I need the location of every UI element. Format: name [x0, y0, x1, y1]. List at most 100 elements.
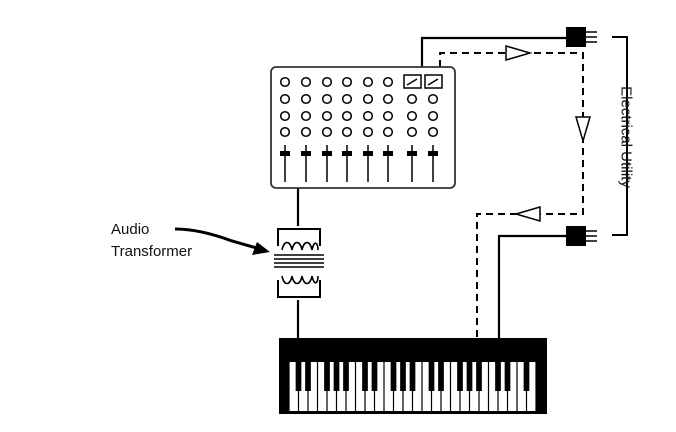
- mixer-knob: [382, 93, 394, 105]
- arrow-down-icon: [575, 116, 591, 144]
- mixer-knob: [321, 110, 333, 122]
- mixer-knob: [300, 110, 312, 122]
- mixer-knob: [406, 93, 418, 105]
- mixer-knob: [279, 110, 291, 122]
- keyboard-power-cable: [497, 234, 566, 338]
- transformer-bracket-top: [277, 228, 321, 246]
- black-key: [495, 362, 501, 391]
- mixer-knob: [406, 110, 418, 122]
- mixer-knob: [300, 76, 312, 88]
- meter-icon: [424, 74, 443, 89]
- white-key: [517, 362, 526, 411]
- plug-icon: [566, 226, 597, 246]
- white-key: [394, 362, 403, 411]
- mixer-knob: [321, 76, 333, 88]
- white-key: [327, 362, 336, 411]
- mixer-knob: [406, 126, 418, 138]
- plug-icon: [566, 27, 597, 47]
- black-key: [333, 362, 340, 391]
- black-key: [438, 362, 444, 391]
- electrical-utility-label: Electrical Utility: [617, 86, 635, 188]
- mixer-knob: [382, 126, 394, 138]
- white-key: [337, 362, 346, 411]
- white-keys: [289, 362, 536, 411]
- black-key: [457, 362, 463, 391]
- mixer-knob: [362, 76, 374, 88]
- mixer-knob: [382, 76, 394, 88]
- audio-transformer-label-line2: Transformer: [111, 242, 193, 260]
- black-key: [343, 362, 349, 391]
- mixer-fader: [407, 145, 417, 182]
- mixer-fader: [363, 145, 373, 182]
- black-key: [400, 362, 406, 391]
- black-key: [390, 362, 397, 391]
- mixer-knob: [341, 76, 353, 88]
- mixer-knob: [362, 126, 374, 138]
- primary-coil: [281, 241, 319, 251]
- black-key: [362, 362, 368, 391]
- mixer-fader: [322, 145, 332, 182]
- black-key: [466, 362, 473, 391]
- white-key: [470, 362, 479, 411]
- transformer-pointer: [174, 227, 270, 255]
- mixer-knob: [427, 126, 439, 138]
- white-key: [356, 362, 365, 411]
- mixer-knob: [341, 93, 353, 105]
- white-key: [441, 362, 450, 411]
- black-key: [409, 362, 416, 391]
- utility-outlets: [566, 27, 597, 246]
- transformer-core: [274, 254, 324, 268]
- mixer: [270, 66, 456, 189]
- white-key: [318, 362, 327, 411]
- white-key: [375, 362, 384, 411]
- black-key: [305, 362, 311, 391]
- white-key: [451, 362, 460, 411]
- mixer-faders: [280, 145, 438, 182]
- loop-arrows: [505, 45, 591, 222]
- black-key: [324, 362, 330, 391]
- mixer-fader: [383, 145, 393, 182]
- audio-transformer-label-line1: Audio: [111, 221, 150, 238]
- ground-loop-path: [439, 52, 584, 338]
- mixer-knob: [321, 93, 333, 105]
- white-key: [384, 362, 393, 411]
- mixer-meters: [403, 74, 443, 89]
- mixer-knob: [279, 76, 291, 88]
- black-key: [295, 362, 302, 391]
- mixer-knob: [341, 110, 353, 122]
- mixer-knob: [362, 93, 374, 105]
- utility-bracket: [612, 36, 628, 236]
- audio-transformer-label: Audio Transformer: [111, 219, 192, 263]
- white-key: [489, 362, 498, 411]
- mixer-knob: [279, 126, 291, 138]
- mixer-knob: [362, 110, 374, 122]
- audio-transformer: [274, 228, 324, 298]
- white-key: [432, 362, 441, 411]
- mixer-knob: [427, 93, 439, 105]
- mixer-knob: [321, 126, 333, 138]
- white-key: [403, 362, 412, 411]
- keyboard: [279, 338, 547, 414]
- transformer-bracket-bottom: [277, 280, 321, 298]
- meter-icon: [403, 74, 422, 89]
- white-key: [308, 362, 317, 411]
- white-key: [498, 362, 507, 411]
- white-key: [346, 362, 355, 411]
- arrow-right-icon: [505, 45, 533, 61]
- white-key: [508, 362, 517, 411]
- white-key: [413, 362, 422, 411]
- black-key: [504, 362, 511, 391]
- mixer-fader: [280, 145, 290, 182]
- black-key: [371, 362, 378, 391]
- mixer-fader: [301, 145, 311, 182]
- solid-cables: [296, 36, 566, 338]
- arrow-left-icon: [513, 206, 541, 222]
- mixer-fader: [342, 145, 352, 182]
- white-key: [479, 362, 488, 411]
- white-key: [460, 362, 469, 411]
- mixer-knob: [427, 110, 439, 122]
- black-key: [476, 362, 482, 391]
- black-key: [523, 362, 530, 391]
- white-key: [365, 362, 374, 411]
